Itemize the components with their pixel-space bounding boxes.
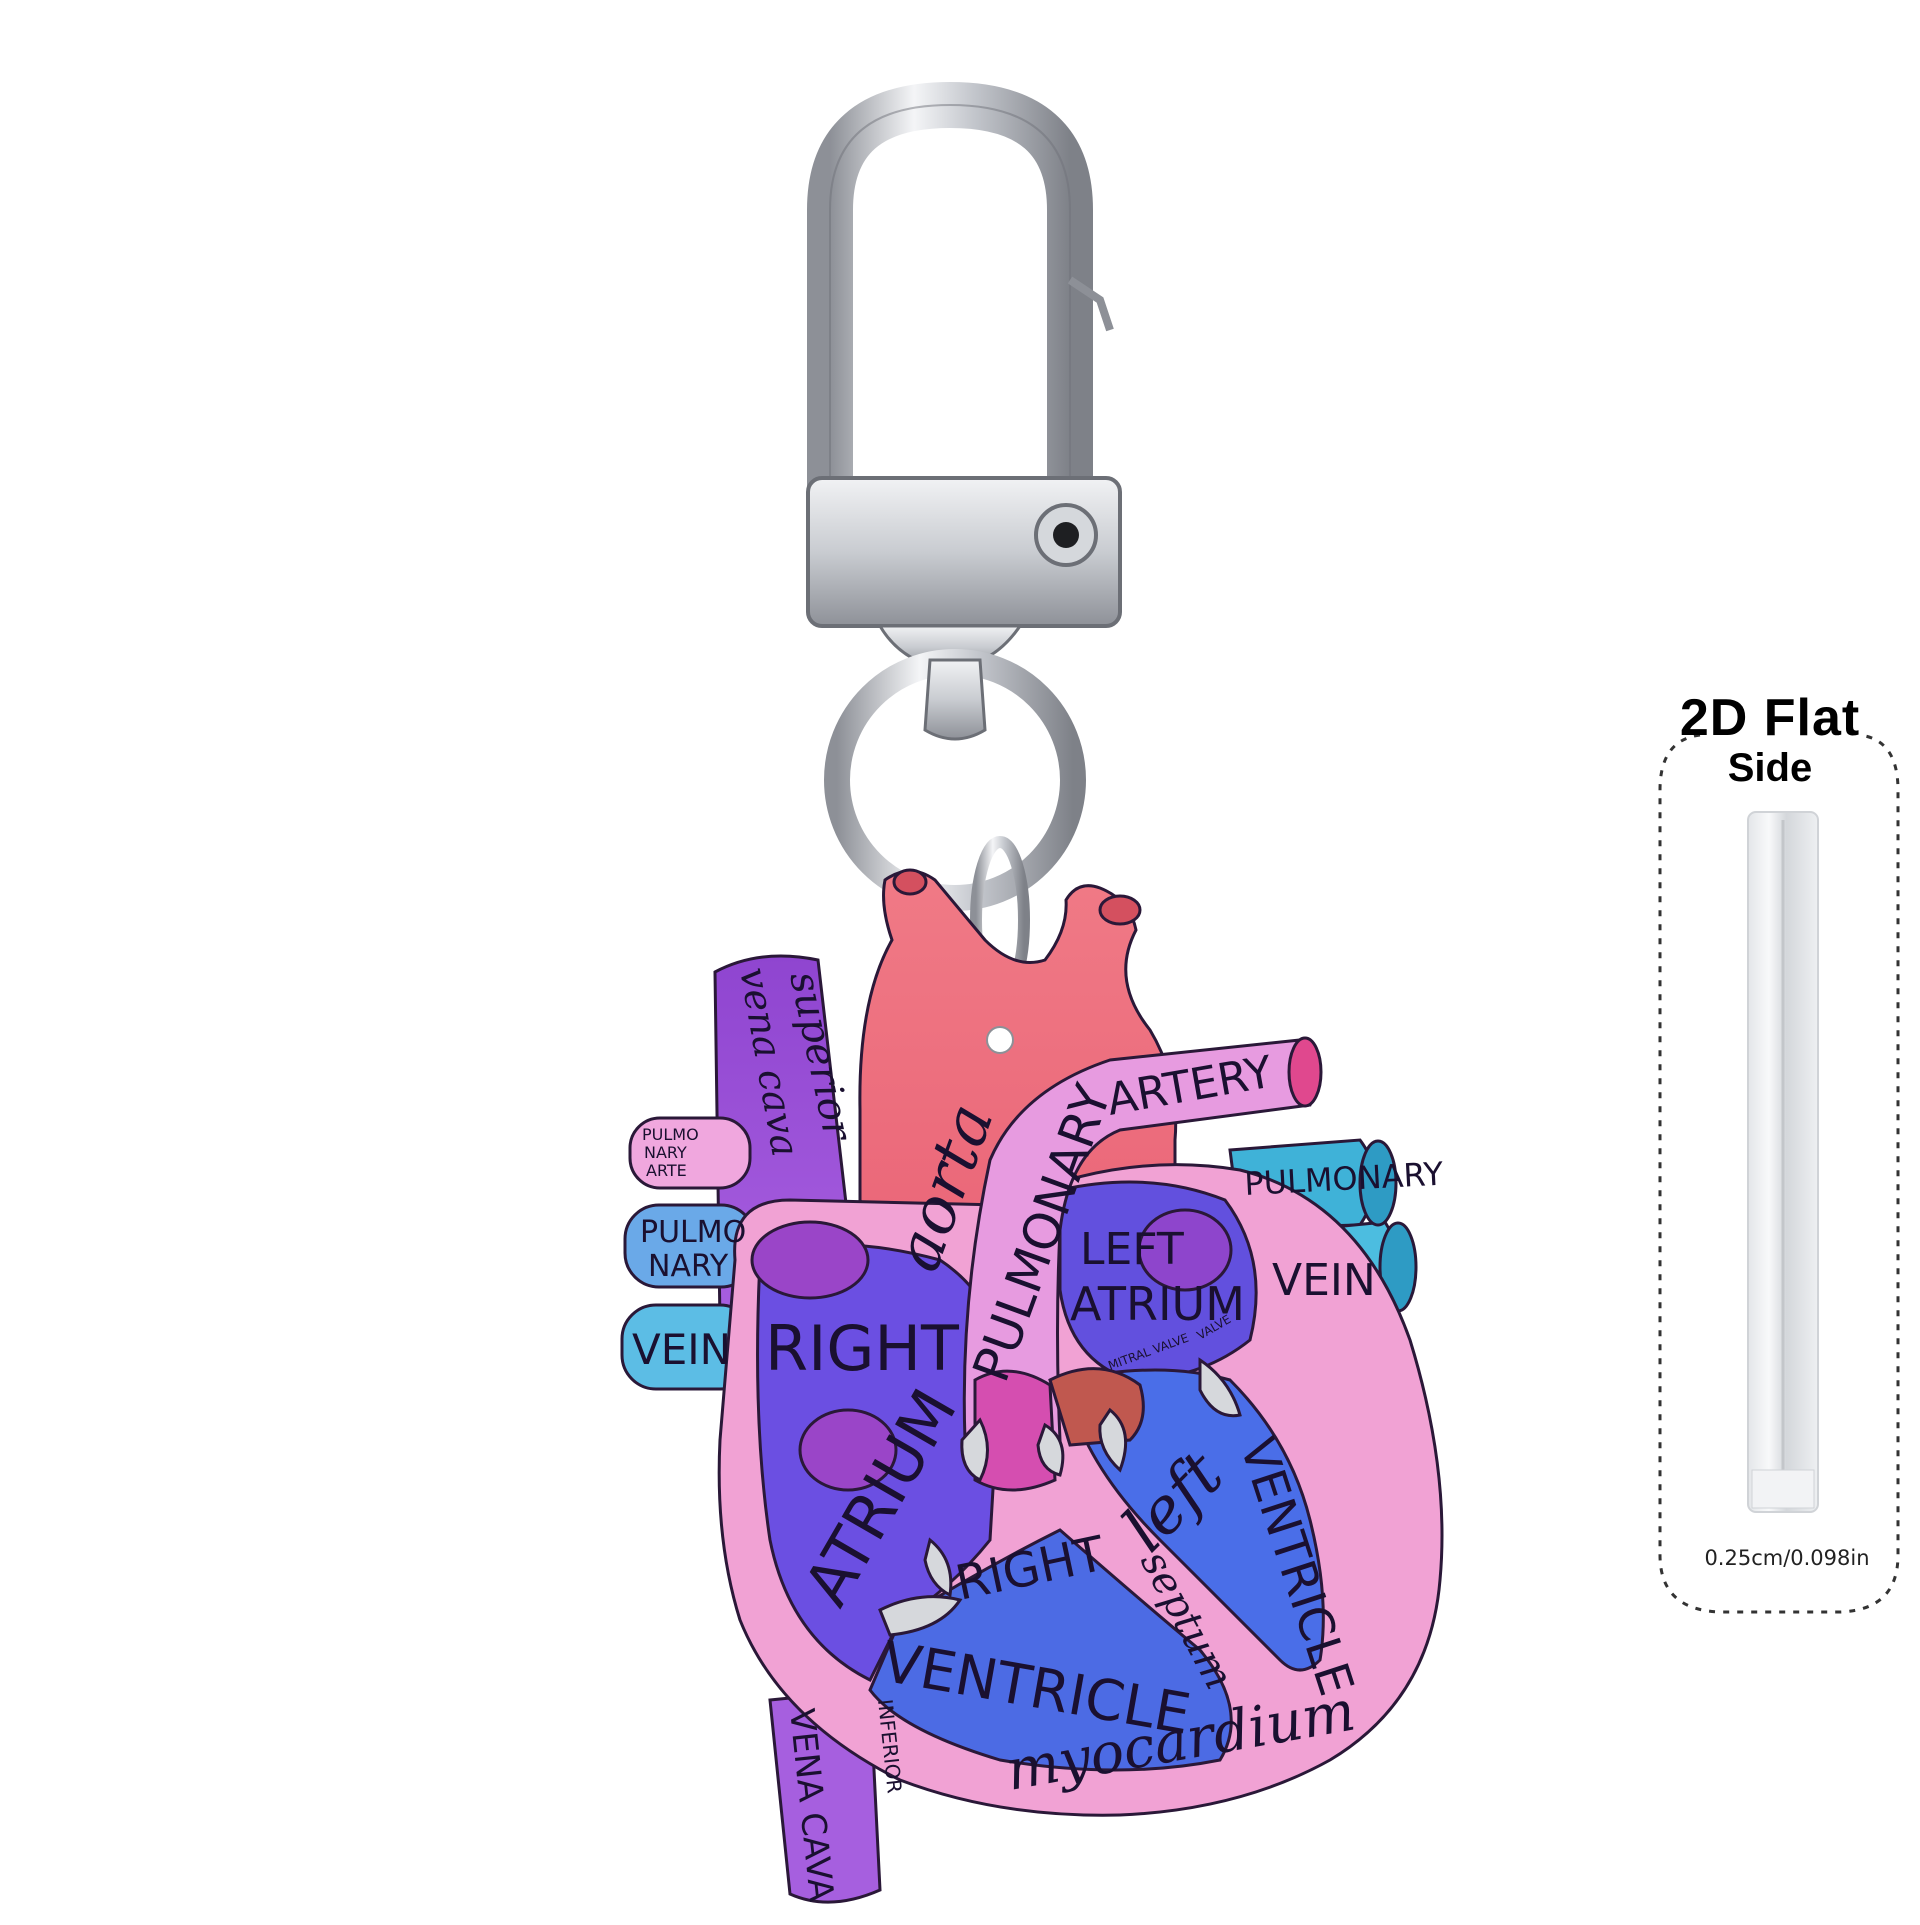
- side-view-title: 2D Flat Side: [1650, 690, 1890, 790]
- label-left-atrium-2: ATRIUM: [1070, 1277, 1245, 1331]
- label-pulmo-artery-left-2: NARY: [644, 1143, 687, 1162]
- left-ventricle: [1068, 1368, 1325, 1672]
- label-pulmonary-left-1: PULMO: [640, 1215, 746, 1250]
- side-view-panel: [1658, 733, 1900, 1614]
- right-ventricle: [868, 1528, 1233, 1772]
- label-vein-left: VEIN: [632, 1325, 731, 1374]
- heart-charm: [620, 868, 1444, 1904]
- left-pulmonary-artery: [628, 1116, 752, 1190]
- label-vein-right: VEIN: [1272, 1255, 1376, 1306]
- label-pulmo-artery-left-3: ARTE: [646, 1161, 687, 1180]
- label-pulmo-artery-left-1: PULMO: [642, 1125, 699, 1144]
- title-2d-flat: 2D Flat: [1679, 689, 1861, 747]
- dashed-frame: [1658, 733, 1900, 1614]
- label-pulmonary-left-2: NARY: [648, 1249, 729, 1284]
- label-left-atrium-1: LEFT: [1080, 1224, 1184, 1275]
- title-side: Side: [1727, 746, 1813, 790]
- label-right-atrium-1: RIGHT: [765, 1312, 960, 1385]
- lobster-clasp: [806, 81, 1122, 1004]
- thickness-label: 0.25cm/0.098in: [1704, 1546, 1870, 1570]
